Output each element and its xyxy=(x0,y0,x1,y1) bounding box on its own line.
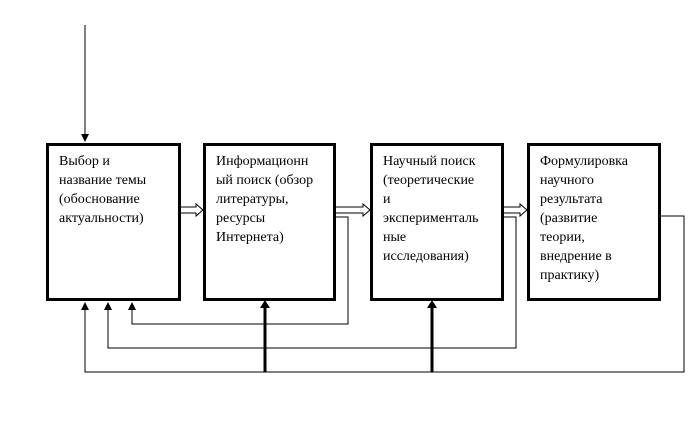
stage-box-information-search: Информационн ый поиск (обзор литературы,… xyxy=(203,143,336,301)
feedback-line-2-to-1 xyxy=(128,216,349,325)
feedback-arrowhead-into-2 xyxy=(260,300,270,308)
flow-arrow-3-4 xyxy=(504,202,528,218)
feedback-line-3-to-1 xyxy=(104,216,517,349)
feedback-line-4-to-1 xyxy=(81,215,685,373)
flow-arrow-1-2 xyxy=(181,202,204,218)
feedback-arrowhead-into-3 xyxy=(427,300,437,308)
stage-box-result-formulation: Формулировка научного результата (развит… xyxy=(527,143,661,301)
stage-box-topic-selection: Выбор и название темы (обоснование актуа… xyxy=(46,143,181,301)
stage-box-scientific-search: Научный поиск (теоретические и экспериме… xyxy=(370,143,504,301)
flow-arrow-2-3 xyxy=(336,202,371,218)
